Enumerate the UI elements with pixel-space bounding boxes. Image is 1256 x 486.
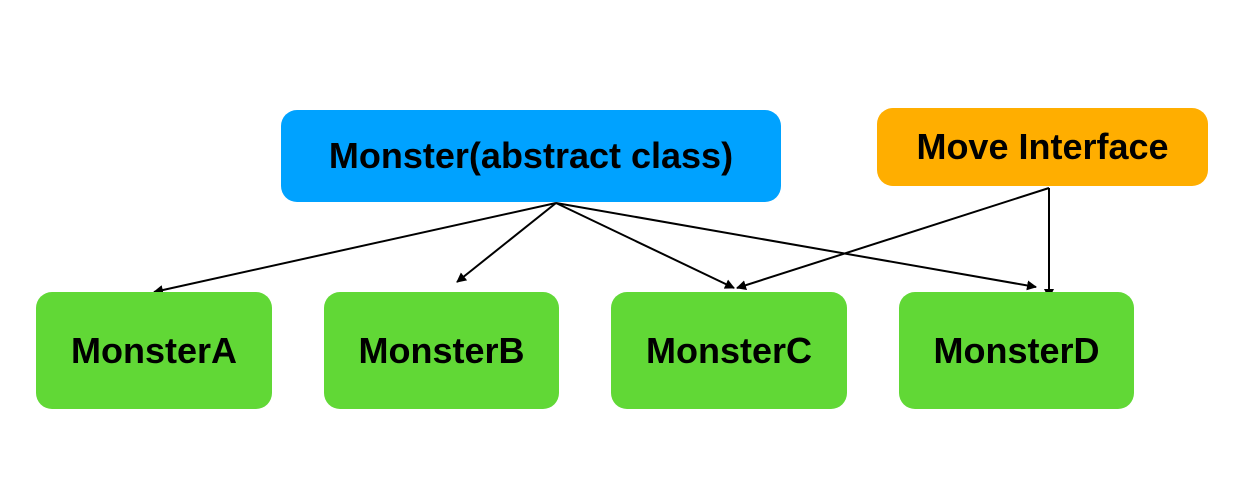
node-monster-b: MonsterB [324, 292, 559, 409]
edge-monster-to-monster-d [555, 202, 1037, 291]
node-monster-d: MonsterD [899, 292, 1134, 409]
edge-monster-to-monster-a [153, 202, 557, 295]
node-monster-c: MonsterC [611, 292, 847, 409]
node-monster-a: MonsterA [36, 292, 272, 409]
edge-monster-to-monster-c [555, 202, 735, 289]
node-move-interface: Move Interface [877, 108, 1208, 186]
edge-move-to-monster-c [736, 187, 1050, 291]
edge-monster-to-monster-b [456, 202, 557, 283]
node-monster-abstract-class: Monster(abstract class) [281, 110, 781, 202]
